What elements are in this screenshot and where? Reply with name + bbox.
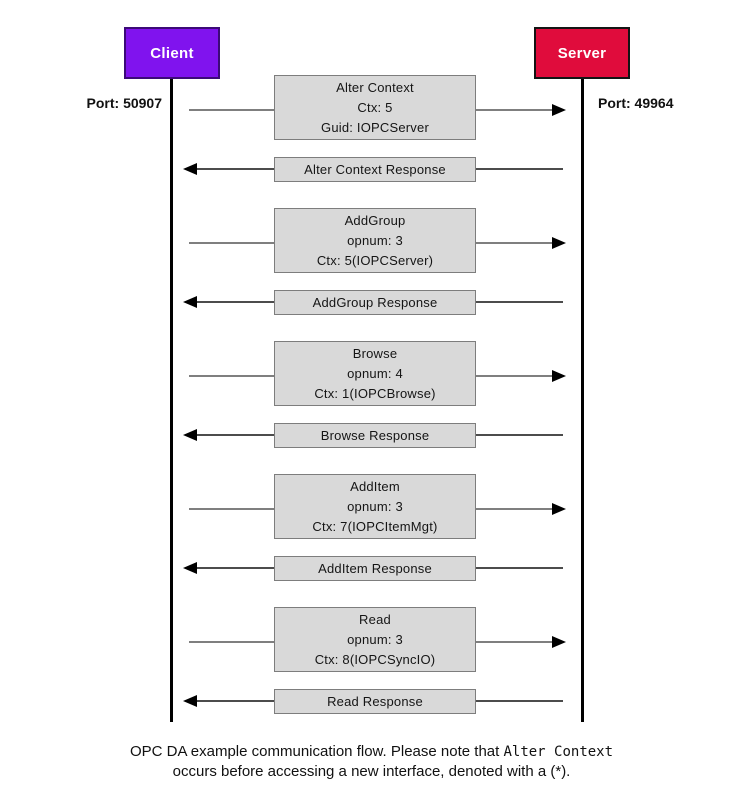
server-lifeline [581,79,584,722]
request-message-box: Read opnum: 3 Ctx: 8(IOPCSyncIO) [274,607,476,672]
client-lifeline [170,79,173,722]
caption: OPC DA example communication flow. Pleas… [0,742,743,781]
arrow-left-icon [183,429,197,441]
request-message-line: Guid: IOPCServer [321,119,429,135]
request-message-box: Alter Context Ctx: 5 Guid: IOPCServer [274,75,476,140]
request-message-line: Ctx: 1(IOPCBrowse) [314,385,436,401]
request-message-line: AddGroup [344,212,406,228]
request-message-line: Ctx: 5 [357,99,393,115]
arrow-right-icon [552,503,566,515]
arrow-left-icon [183,163,197,175]
request-message-line: AddItem [350,478,400,494]
request-message-line: opnum: 3 [347,232,403,248]
request-message-line: Browse [352,345,398,361]
client-actor-label: Client [150,44,194,62]
response-message-label: AddGroup Response [312,295,438,310]
response-message-box: Read Response [274,689,476,714]
response-message-box: AddItem Response [274,556,476,581]
arrow-right-icon [552,370,566,382]
arrow-right-icon [552,636,566,648]
caption-line-2: occurs before accessing a new interface,… [172,763,571,780]
response-message-label: AddItem Response [318,561,432,576]
request-message-line: Ctx: 8(IOPCSyncIO) [314,651,436,667]
response-message-label: Browse Response [320,428,430,443]
request-message-line: Ctx: 7(IOPCItemMgt) [312,518,438,534]
arrow-left-icon [183,562,197,574]
client-port-label: Port: 50907 [86,95,162,111]
client-actor-box: Client [124,27,220,79]
request-message-line: opnum: 4 [347,365,403,381]
arrow-right-icon [552,237,566,249]
caption-code: Alter Context [503,744,614,760]
request-message-box: Browse opnum: 4 Ctx: 1(IOPCBrowse) [274,341,476,406]
response-message-label: Read Response [327,694,423,709]
response-message-box: Browse Response [274,423,476,448]
arrow-left-icon [183,296,197,308]
response-message-label: Alter Context Response [304,162,446,177]
request-message-box: AddGroup opnum: 3 Ctx: 5(IOPCServer) [274,208,476,273]
server-port-label: Port: 49964 [598,95,674,111]
request-message-line: opnum: 3 [347,498,403,514]
server-actor-label: Server [557,44,607,62]
request-message-line: Ctx: 5(IOPCServer) [316,252,434,268]
request-message-line: Alter Context [336,79,414,95]
caption-line-1: OPC DA example communication flow. Pleas… [129,743,504,760]
request-message-line: Read [359,611,391,627]
arrow-left-icon [183,695,197,707]
server-actor-box: Server [534,27,630,79]
arrow-right-icon [552,104,566,116]
response-message-box: Alter Context Response [274,157,476,182]
request-message-line: opnum: 3 [347,631,403,647]
response-message-box: AddGroup Response [274,290,476,315]
request-message-box: AddItem opnum: 3 Ctx: 7(IOPCItemMgt) [274,474,476,539]
